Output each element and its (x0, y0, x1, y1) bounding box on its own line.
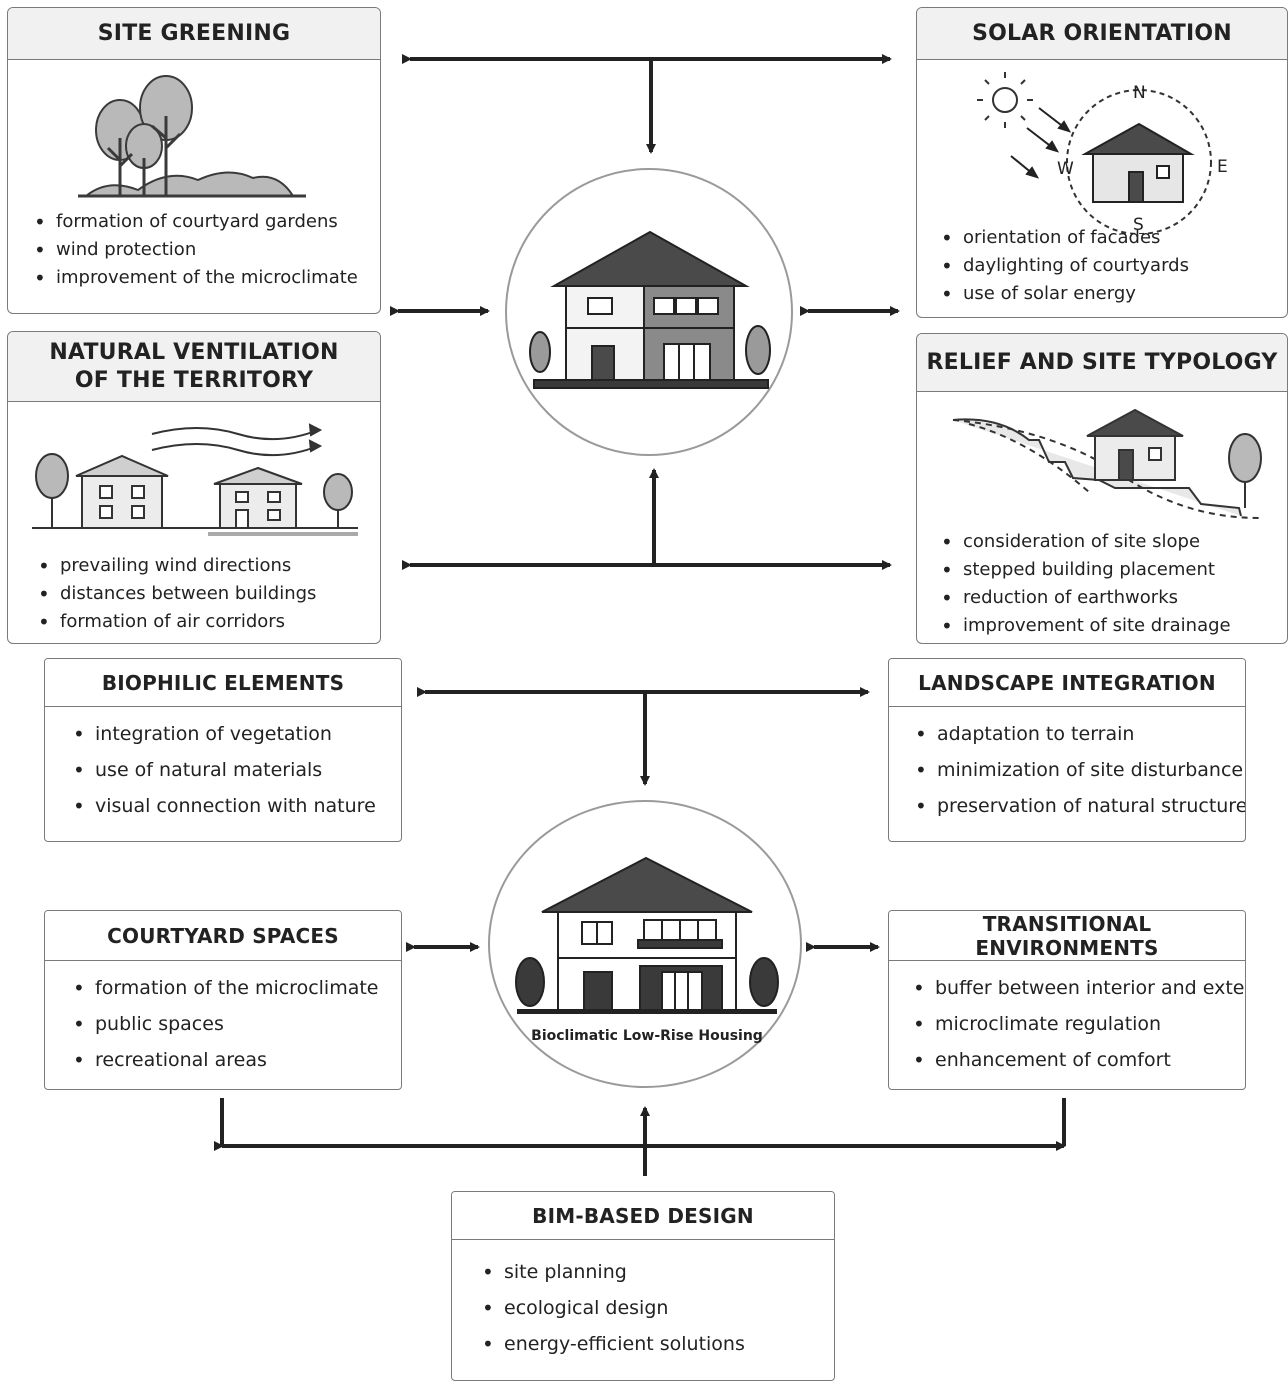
bim-title: BIM-BASED DESIGN (452, 1192, 834, 1240)
natural-ventilation-title-line2: OF THE TERRITORY (74, 367, 314, 393)
list-item: site planning (480, 1254, 745, 1290)
list-item: improvement of site drainage (939, 612, 1231, 640)
relief-title: RELIEF AND SITE TYPOLOGY (917, 334, 1287, 392)
courtyard-title: COURTYARD SPACES (45, 911, 401, 961)
landscape-title: LANDSCAPE INTEGRATION (889, 659, 1245, 707)
list-item: stepped building placement (939, 556, 1231, 584)
list-item: microclimate regulation (911, 1006, 1245, 1042)
list-item: recreational areas (71, 1042, 379, 1078)
list-item: prevailing wind directions (36, 552, 316, 580)
natural-ventilation-panel: NATURAL VENTILATION OF THE TERRITORY (7, 331, 381, 644)
list-item: integration of vegetation (71, 716, 376, 752)
landscape-panel: LANDSCAPE INTEGRATION adaptation to terr… (888, 658, 1246, 842)
bim-panel: BIM-BASED DESIGN site planning ecologica… (451, 1191, 835, 1381)
house-icon (515, 856, 779, 1014)
courtyard-list: formation of the microclimate public spa… (71, 970, 379, 1078)
transitional-title: TRANSITIONAL ENVIRONMENTS (889, 911, 1245, 961)
biophilic-list: integration of vegetation use of natural… (71, 716, 376, 824)
list-item: formation of courtyard gardens (32, 208, 358, 236)
list-item: preservation of natural structure (913, 788, 1245, 824)
relief-list: consideration of site slope stepped buil… (939, 528, 1231, 640)
biophilic-panel: BIOPHILIC ELEMENTS integration of vegeta… (44, 658, 402, 842)
solar-orientation-title: SOLAR ORIENTATION (917, 8, 1287, 60)
solar-orientation-panel: SOLAR ORIENTATION N W (916, 7, 1288, 318)
site-greening-panel: SITE GREENING formation of courtyard gar… (7, 7, 381, 314)
list-item: visual connection with nature (71, 788, 376, 824)
natural-ventilation-title: NATURAL VENTILATION OF THE TERRITORY (8, 332, 380, 402)
solar-orientation-list: orientation of facades daylighting of co… (939, 224, 1189, 308)
house-icon (529, 230, 771, 389)
list-item: use of natural materials (71, 752, 376, 788)
list-item: use of solar energy (939, 280, 1189, 308)
list-item: ecological design (480, 1290, 745, 1326)
center-house-circle-top (505, 168, 793, 456)
list-item: daylighting of courtyards (939, 252, 1189, 280)
biophilic-title: BIOPHILIC ELEMENTS (45, 659, 401, 707)
list-item: minimization of site disturbance (913, 752, 1245, 788)
list-item: reduction of earthworks (939, 584, 1231, 612)
list-item: orientation of facades (939, 224, 1189, 252)
landscape-list: adaptation to terrain minimization of si… (913, 716, 1245, 824)
bim-list: site planning ecological design energy-e… (480, 1254, 745, 1362)
natural-ventilation-title-line1: NATURAL VENTILATION (49, 339, 339, 365)
center-caption: Bioclimatic Low-Rise Housing (531, 1028, 763, 1044)
list-item: adaptation to terrain (913, 716, 1245, 752)
transitional-list: buffer between interior and exterior mic… (911, 970, 1245, 1078)
natural-ventilation-list: prevailing wind directions distances bet… (36, 552, 316, 636)
list-item: improvement of the microclimate (32, 264, 358, 292)
sun-icon (992, 87, 1018, 113)
compass-n: N (1133, 83, 1146, 103)
list-item: wind protection (32, 236, 358, 264)
list-item: energy-efficient solutions (480, 1326, 745, 1362)
ventilation-illustration (32, 423, 358, 536)
list-item: formation of the microclimate (71, 970, 379, 1006)
compass-w: W (1057, 159, 1074, 179)
site-greening-title: SITE GREENING (8, 8, 380, 60)
list-item: formation of air corridors (36, 608, 316, 636)
relief-illustration (952, 408, 1262, 519)
solar-compass-illustration: N W E S (977, 72, 1228, 234)
courtyard-panel: COURTYARD SPACES formation of the microc… (44, 910, 402, 1090)
compass-e: E (1217, 157, 1228, 177)
list-item: enhancement of comfort (911, 1042, 1245, 1078)
transitional-panel: TRANSITIONAL ENVIRONMENTS buffer between… (888, 910, 1246, 1090)
relief-panel: RELIEF AND SITE TYPOLOGY consideration o… (916, 333, 1288, 644)
list-item: public spaces (71, 1006, 379, 1042)
center-house-circle-bottom: Bioclimatic Low-Rise Housing (488, 800, 802, 1088)
site-greening-list: formation of courtyard gardens wind prot… (32, 208, 358, 292)
trees-illustration (78, 75, 306, 198)
list-item: buffer between interior and exterior (911, 970, 1245, 1006)
list-item: distances between buildings (36, 580, 316, 608)
list-item: consideration of site slope (939, 528, 1231, 556)
